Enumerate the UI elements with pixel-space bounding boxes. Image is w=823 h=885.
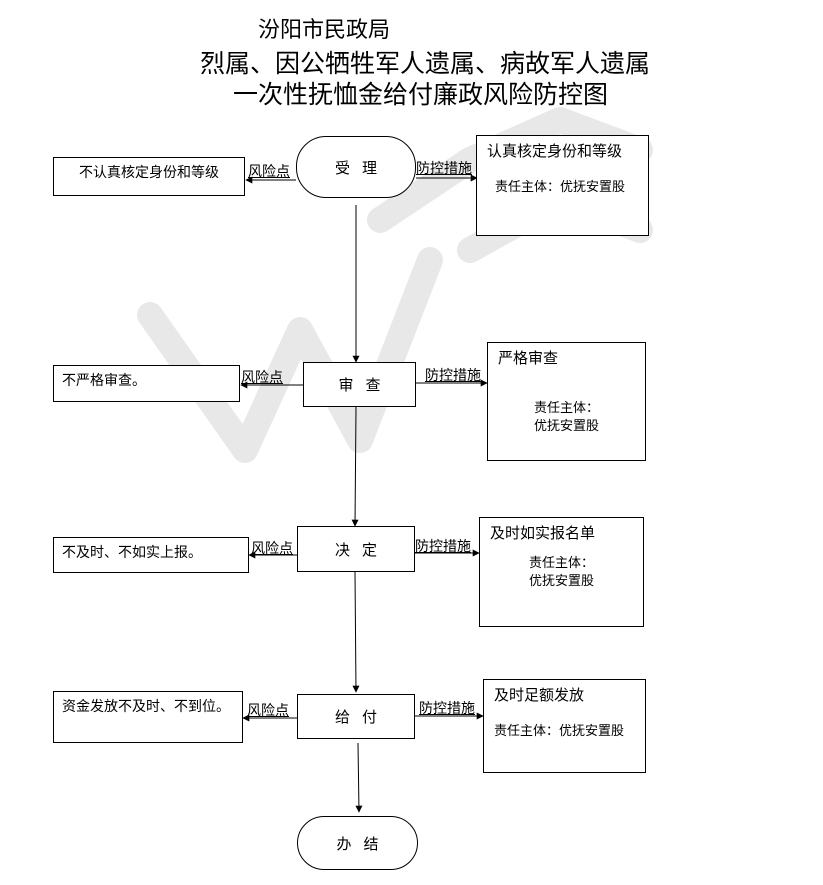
risk-box-decide: 不及时、不如实上报。 xyxy=(53,537,249,573)
control-label: 防控措施 xyxy=(419,701,475,717)
risk-label: 风险点 xyxy=(248,164,290,180)
responsible-unit: 责任主体： 优抚安置股 xyxy=(528,556,594,589)
control-box-review: 严格审查 责任主体： 优抚安置股 xyxy=(487,342,646,461)
control-label: 防控措施 xyxy=(415,539,471,555)
flow-arrow-4 xyxy=(355,742,363,813)
control-measure: 认真核定身份和等级 xyxy=(487,142,623,160)
control-measure: 及时如实报名单 xyxy=(490,524,596,542)
step-node-decide: 决定 xyxy=(297,526,415,572)
responsible-unit: 责任主体：优抚安置股 xyxy=(494,724,625,739)
step-node-accept: 受理 xyxy=(296,136,416,198)
risk-label: 风险点 xyxy=(251,541,293,557)
step-node-review: 审查 xyxy=(303,362,416,407)
control-measure: 严格审查 xyxy=(498,349,559,367)
agency-title: 汾阳市民政局 xyxy=(258,18,391,43)
control-label: 防控措施 xyxy=(425,368,481,384)
risk-box-review: 不严格审查。 xyxy=(53,365,240,402)
control-box-pay: 及时足额发放 责任主体：优抚安置股 xyxy=(483,679,646,773)
responsible-unit: 责任主体： 优抚安置股 xyxy=(533,401,599,434)
step-node-complete: 办结 xyxy=(297,816,418,870)
risk-box-pay: 资金发放不及时、不到位。 xyxy=(53,691,243,743)
control-box-accept: 认真核定身份和等级 责任主体：优抚安置股 xyxy=(476,135,649,236)
flow-arrow-2 xyxy=(351,406,359,527)
control-label: 防控措施 xyxy=(416,161,472,177)
control-box-decide: 及时如实报名单 责任主体： 优抚安置股 xyxy=(479,517,644,627)
risk-box-accept: 不认真核定身份和等级 xyxy=(53,157,245,196)
chart-title-line-2: 一次性抚恤金给付廉政风险防控图 xyxy=(233,80,609,109)
control-measure: 及时足额发放 xyxy=(494,686,585,704)
risk-label: 风险点 xyxy=(241,370,283,386)
flow-arrow-3 xyxy=(352,571,360,693)
chart-title-line-1: 烈属、因公牺牲军人遗属、病故军人遗属 xyxy=(200,49,651,78)
responsible-unit: 责任主体：优抚安置股 xyxy=(495,180,626,195)
step-node-pay: 给付 xyxy=(297,694,415,739)
risk-label: 风险点 xyxy=(247,703,289,719)
